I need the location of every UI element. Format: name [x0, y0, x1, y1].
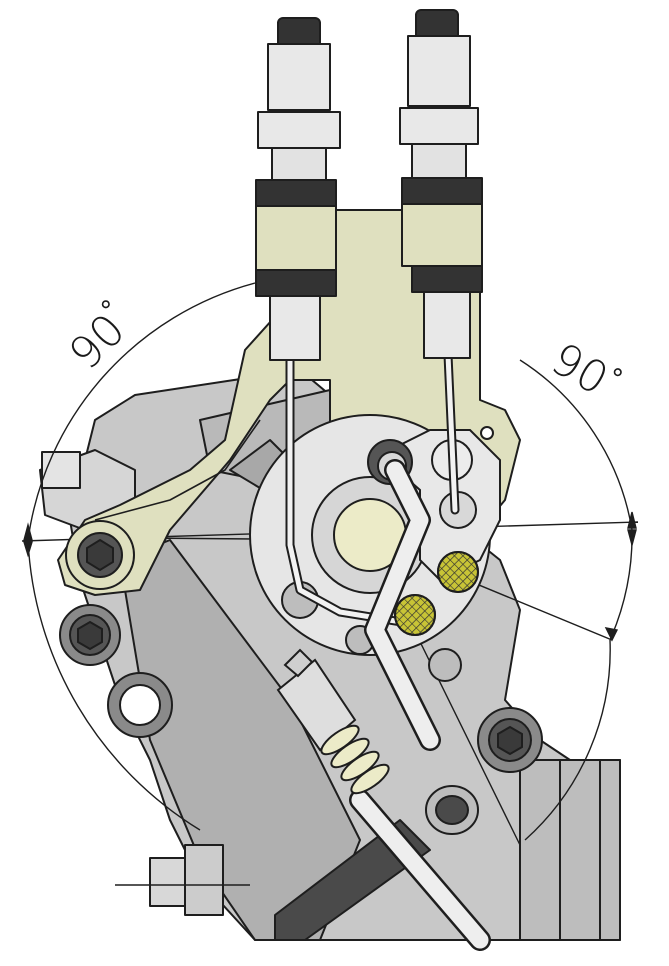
cables: [285, 350, 491, 951]
adjuster-spring: [276, 648, 390, 795]
fitting-left: [255, 17, 341, 361]
fitting-right: [399, 9, 483, 359]
pivot-marker-icon: [394, 551, 479, 636]
rod-end: [425, 785, 479, 835]
svg-text:90: 90: [543, 333, 617, 405]
bolt-icon: [59, 426, 543, 773]
angle-label-right: 90 °: [543, 333, 628, 405]
angle-label-left: 90 °: [60, 294, 136, 380]
